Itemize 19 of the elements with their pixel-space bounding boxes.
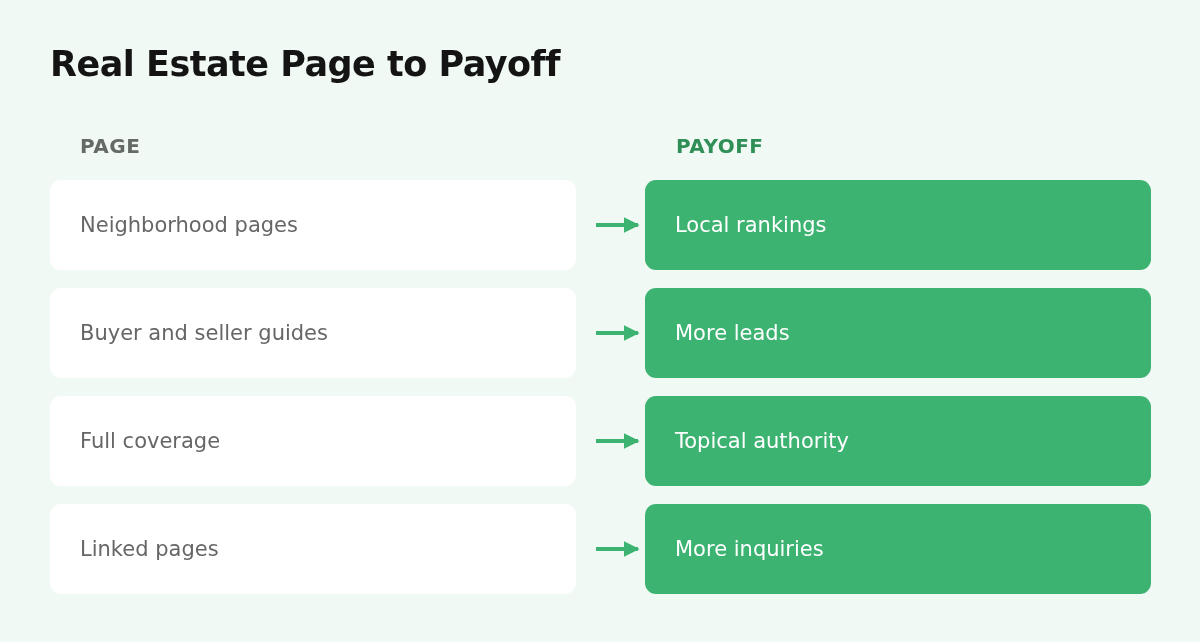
column-header: PAYOFF [676,134,764,158]
page-type-text: Buyer and seller guides [80,321,328,345]
column-header: PAGE [80,134,141,158]
payoff-text: Local rankings [675,213,827,237]
page-type-text: Neighborhood pages [80,213,298,237]
payoff-card [645,180,1151,270]
page-type-text: Linked pages [80,537,219,561]
payoff-card [645,396,1151,486]
payoff-card [645,288,1151,378]
payoff-text: More inquiries [675,537,824,561]
arrow [596,325,640,341]
payoff-text: More leads [675,321,790,345]
arrow [596,217,640,233]
payoff-text: Topical authority [675,429,849,453]
page-type-text: Full coverage [80,429,221,453]
diagram-title: Real Estate Page to Payoff [50,44,561,84]
arrow [596,541,640,557]
payoff-card [645,504,1151,594]
arrow [596,433,640,449]
